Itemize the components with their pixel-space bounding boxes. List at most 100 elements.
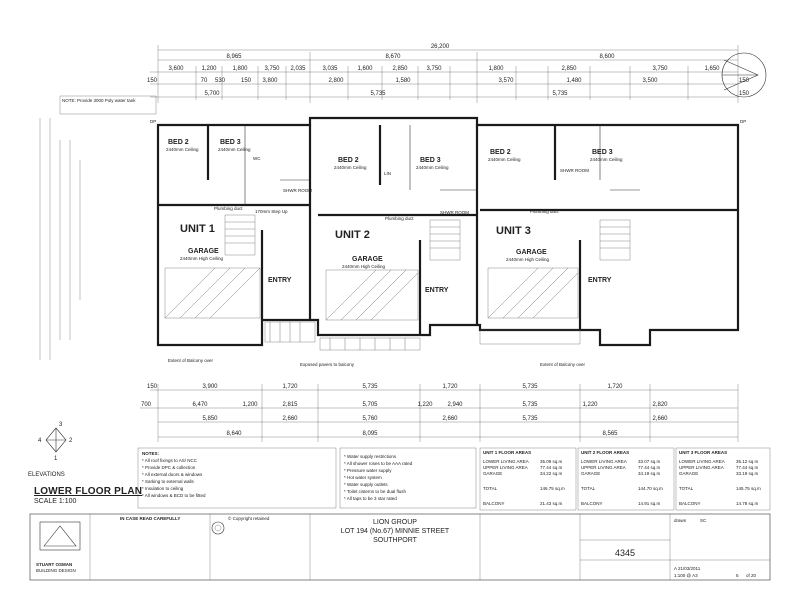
balcony-note: Extent of Balcony over xyxy=(540,362,586,367)
dim-b2: 5,705 xyxy=(362,402,378,408)
dim-r2: 3,035 xyxy=(322,66,338,72)
unit-2-label: UNIT 2 xyxy=(335,229,370,241)
shower-label: SHWR ROOM xyxy=(283,188,312,193)
job-number: 4345 xyxy=(615,548,635,558)
notes-line: * All roof fixings to AS/ NCC xyxy=(142,458,198,463)
area-label: UPPER LIVING AREA xyxy=(483,465,528,470)
sewer-note: NOTE: Provide 3000 Poly water tank xyxy=(62,98,136,103)
dim-b1: 1,720 xyxy=(442,384,458,390)
dim-b2: 5,735 xyxy=(522,402,538,408)
dim-b1: 3,900 xyxy=(202,384,218,390)
dim-b2: 6,470 xyxy=(192,402,208,408)
driveway-note: Exposed pavers to balcony xyxy=(300,362,355,367)
bed2-note: 2440mm Ceiling xyxy=(488,157,521,162)
shower-label: SHWR ROOM xyxy=(440,210,469,215)
dim-r3: 150 xyxy=(147,78,158,84)
dim-top: 8,670 xyxy=(385,54,401,60)
area-balcony-value: 14.91 sq.m xyxy=(638,501,661,506)
dim-b2: 700 xyxy=(141,402,152,408)
dim-r3: 3,570 xyxy=(498,78,514,84)
dim-b1: 150 xyxy=(147,384,158,390)
left-dimension-lines xyxy=(39,118,81,360)
plumbing-label: Plumbing duct xyxy=(530,209,559,214)
dim-r2: 3,750 xyxy=(652,66,668,72)
area-balcony-label: BALCONY xyxy=(679,501,701,506)
linen-label: LIN xyxy=(384,171,391,176)
area-label: UPPER LIVING AREA xyxy=(581,465,626,470)
plan-scale: SCALE 1:100 xyxy=(34,498,77,505)
sewer-note-box xyxy=(59,95,157,115)
spec-line: * Hot water system xyxy=(344,475,382,480)
bed2-note: 2440mm Ceiling xyxy=(334,165,367,170)
north-arrow-icon xyxy=(721,52,767,98)
spec-line: * All taps to be 3 star rated xyxy=(344,496,397,501)
dim-r2: 2,850 xyxy=(392,66,408,72)
area-total-value: 145.75 sq.m xyxy=(736,486,761,491)
garage-door-hatching xyxy=(164,267,579,321)
area-label: LOWER LIVING AREA xyxy=(483,459,529,464)
dim-r2: 1,800 xyxy=(232,66,248,72)
plumbing-label: Plumbing duct xyxy=(214,206,243,211)
notes-line: * Sarking to external walls xyxy=(142,479,195,484)
bed2-label: BED 2 xyxy=(168,139,189,146)
dim-b1: 1,720 xyxy=(282,384,298,390)
bed3-note: 2440mm Ceiling xyxy=(590,157,623,162)
area-balcony-label: BALCONY xyxy=(483,501,505,506)
area-value: 35.09 sq.m xyxy=(540,459,563,464)
dim-r3: 530 xyxy=(215,78,226,84)
drawn-label: drawn xyxy=(674,518,687,523)
area-value: 33.07 sq.m xyxy=(638,459,661,464)
unit-3-label: UNIT 3 xyxy=(496,225,531,237)
dim-b3: 2,660 xyxy=(282,416,298,422)
area-heading: UNIT 3 FLOOR AREAS xyxy=(679,450,727,455)
dim-r2: 1,600 xyxy=(357,66,373,72)
entry-label: ENTRY xyxy=(588,277,612,284)
plan-title: LOWER FLOOR PLAN xyxy=(34,486,143,497)
title-block xyxy=(29,513,771,581)
dim-r3: 1,580 xyxy=(395,78,411,84)
dim-b3: 2,660 xyxy=(652,416,668,422)
suburb: SOUTHPORT xyxy=(373,537,418,544)
area-balcony-value: 21.43 sq.m xyxy=(540,501,563,506)
dim-b1: 5,735 xyxy=(362,384,378,390)
area-value: 77.44 sq.m xyxy=(736,465,759,470)
client-name: LION GROUP xyxy=(373,519,417,526)
area-label: GARAGE xyxy=(679,471,698,476)
entry-label: ENTRY xyxy=(268,277,292,284)
bed3-note: 2440mm Ceiling xyxy=(416,165,449,170)
bed2-label: BED 2 xyxy=(490,149,511,156)
dim-b2: 1,200 xyxy=(242,402,258,408)
dim-r3: 150 xyxy=(241,78,252,84)
compass-number: 4 xyxy=(38,438,42,444)
balcony-note: Extent of Balcony over xyxy=(168,358,214,363)
area-total-label: TOTAL xyxy=(483,486,498,491)
dim-r3: 3,500 xyxy=(642,78,658,84)
stairs xyxy=(224,214,631,261)
area-table-2: UNIT 2 FLOOR AREAS LOWER LIVING AREA 33.… xyxy=(577,447,675,511)
area-value: 77.44 sq.m xyxy=(638,465,661,470)
dim-b3: 2,660 xyxy=(442,416,458,422)
dim-r4: 5,735 xyxy=(552,91,568,97)
copyright-text: © Copyright retained xyxy=(228,515,270,521)
dim-top: 8,600 xyxy=(599,54,615,60)
dim-r4: 5,700 xyxy=(204,91,220,97)
area-balcony-value: 14.78 sq.m xyxy=(736,501,759,506)
garage-note: 2440mm High Ceiling xyxy=(180,256,224,261)
garage-note: 2440mm High Ceiling xyxy=(506,257,550,262)
area-table-1: UNIT 1 FLOOR AREAS LOWER LIVING AREA 35.… xyxy=(479,447,577,511)
scale-a3: 1:100 @ A3 xyxy=(674,573,698,578)
stair-note: 170mm Step Up xyxy=(255,209,288,214)
area-table-3: UNIT 3 FLOOR AREAS LOWER LIVING AREA 35.… xyxy=(675,447,771,511)
dim-r2: 1,650 xyxy=(704,66,720,72)
area-label: UPPER LIVING AREA xyxy=(679,465,724,470)
spec-line: * Pressure water supply xyxy=(344,468,392,473)
spec-line: * All shower roses to be AAA rated xyxy=(344,461,413,466)
area-label: LOWER LIVING AREA xyxy=(679,459,725,464)
dim-r2: 1,200 xyxy=(201,66,217,72)
dim-b3: 5,850 xyxy=(202,416,218,422)
area-total-value: 146.75 sq.m xyxy=(540,486,565,491)
bed3-label: BED 3 xyxy=(592,149,613,156)
dim-b4: 8,095 xyxy=(362,431,378,437)
building-outline xyxy=(156,116,740,347)
